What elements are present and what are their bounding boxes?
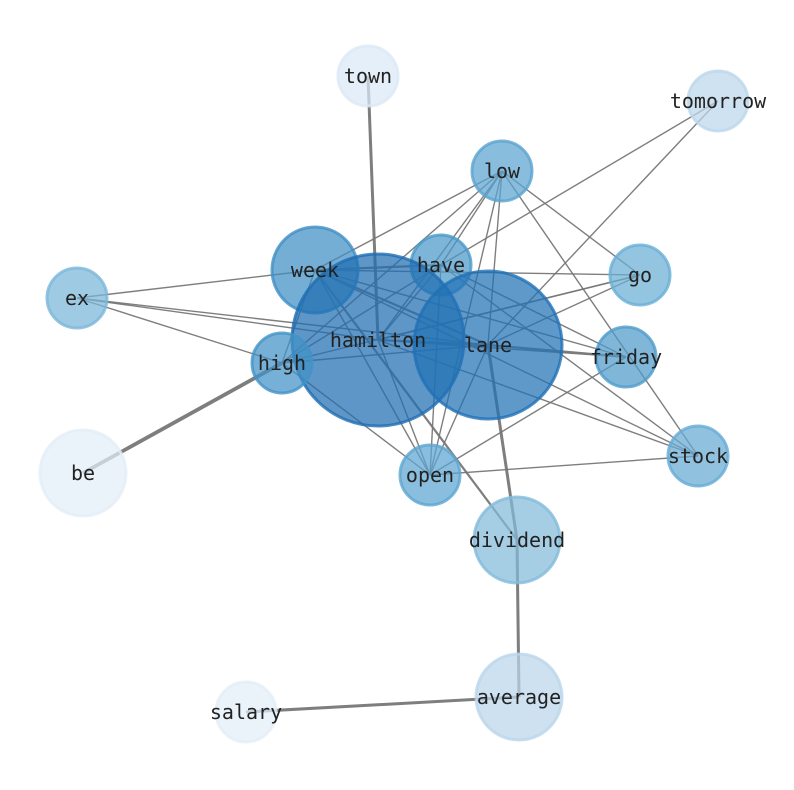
node-circle	[38, 428, 128, 518]
node-salary[interactable]	[214, 680, 278, 744]
node-stock[interactable]	[666, 424, 730, 488]
node-label: friday	[590, 345, 662, 369]
node-circle	[686, 69, 750, 133]
node-dividend[interactable]	[472, 495, 562, 585]
node-label: tomorrow	[670, 89, 767, 113]
node-be[interactable]	[38, 428, 128, 518]
node-label: week	[291, 258, 339, 282]
edge-tomorrow-have	[440, 100, 719, 266]
node-label: open	[406, 463, 454, 487]
node-circle	[472, 495, 562, 585]
node-circle	[608, 243, 672, 307]
node-circle	[398, 443, 462, 507]
node-label: stock	[668, 444, 728, 468]
nodes-layer: town tomorrow low week have go ex hamilton lane f…	[38, 44, 767, 744]
node-label: be	[71, 461, 95, 485]
node-label: salary	[210, 700, 282, 724]
node-circle	[474, 652, 564, 742]
node-label: have	[417, 253, 465, 277]
node-average[interactable]	[474, 652, 564, 742]
node-lane[interactable]	[412, 269, 564, 421]
edge-friday-open	[429, 356, 627, 476]
node-circle	[666, 424, 730, 488]
node-tomorrow[interactable]	[686, 69, 750, 133]
edge-stock-open	[429, 455, 699, 476]
node-ex[interactable]	[45, 266, 109, 330]
node-town[interactable]	[336, 44, 400, 108]
node-circle	[470, 139, 534, 203]
node-open[interactable]	[398, 443, 462, 507]
node-circle	[412, 269, 564, 421]
node-label: average	[477, 685, 561, 709]
edge-ex-high	[76, 297, 283, 364]
node-label: dividend	[469, 528, 565, 552]
node-friday[interactable]	[594, 325, 658, 389]
node-high[interactable]	[250, 331, 314, 395]
edge-average-salary	[245, 695, 520, 714]
node-label: town	[344, 64, 392, 88]
node-circle	[594, 325, 658, 389]
node-label: go	[628, 263, 652, 287]
node-go[interactable]	[608, 243, 672, 307]
node-low[interactable]	[470, 139, 534, 203]
node-circle	[250, 331, 314, 395]
edge-low-stock	[501, 170, 699, 457]
node-circle	[336, 44, 400, 108]
node-circle	[45, 266, 109, 330]
node-label: hamilton	[330, 328, 426, 352]
node-label: lane	[464, 333, 512, 357]
node-label: high	[258, 351, 306, 375]
node-circle	[214, 680, 278, 744]
node-label: ex	[65, 286, 89, 310]
node-label: low	[484, 159, 521, 183]
